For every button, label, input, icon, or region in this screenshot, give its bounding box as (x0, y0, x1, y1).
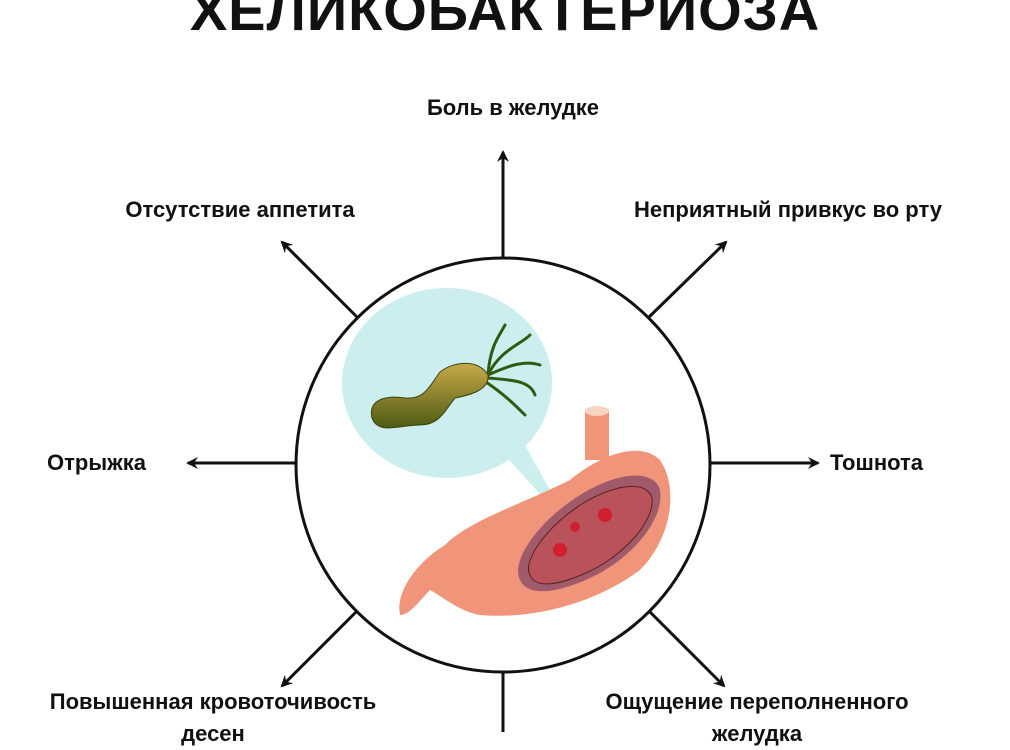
bacterium-icon (370, 362, 489, 429)
page-title: ХЕЛИКОБАКТЕРИОЗА (189, 0, 821, 42)
diagram (186, 150, 820, 732)
arrow-top-left (280, 240, 360, 320)
symptom-loss-of-appetite: Отсутствие аппетита (125, 197, 355, 222)
symptom-nausea: Тошнота (830, 450, 924, 475)
symptom-fullness: Ощущение переполненного желудка (605, 686, 908, 750)
arrow-top-right (646, 240, 728, 320)
symptom-gum-bleeding-line1: Повышенная кровоточивость (49, 689, 377, 714)
arrow-bottom-right (646, 608, 726, 688)
symptom-stomach-pain: Боль в желудке (426, 95, 600, 120)
symptom-fullness-line2: желудка (711, 721, 803, 746)
symptom-fullness-line1: Ощущение переполненного (605, 689, 909, 714)
stomach-illustration (399, 406, 671, 616)
symptom-bad-taste: Неприятный привкус во рту (633, 197, 943, 222)
arrow-bottom-left (280, 608, 360, 688)
symptom-gum-bleeding-line2: десен (181, 721, 245, 746)
symptom-gum-bleeding: Повышенная кровоточивость десен (50, 686, 377, 750)
symptom-belching: Отрыжка (47, 450, 146, 475)
